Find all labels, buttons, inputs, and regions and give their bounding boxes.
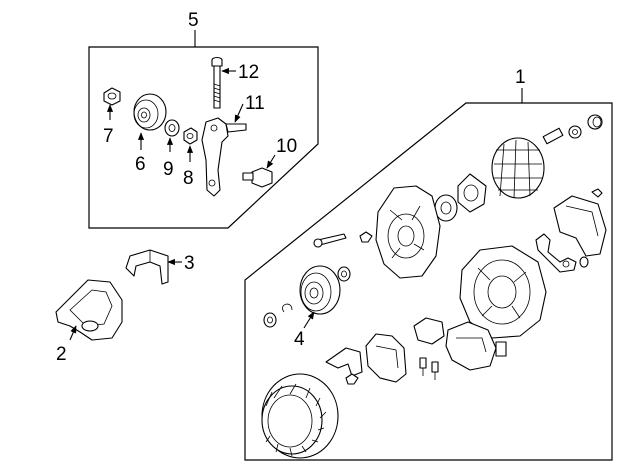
voltage-regulator[interactable] <box>365 333 407 383</box>
leader-10 <box>266 154 276 169</box>
brush-cover[interactable] <box>413 317 445 345</box>
rotor-bearing[interactable] <box>568 125 582 139</box>
part-8-nut[interactable] <box>183 127 198 145</box>
part-6-idler-pulley[interactable] <box>133 93 167 131</box>
part-9-washer[interactable] <box>164 119 180 137</box>
brushes[interactable] <box>419 357 439 380</box>
callout-4[interactable]: 4 <box>294 329 305 350</box>
part-11-adjusting-bracket[interactable] <box>201 117 247 197</box>
rear-cover[interactable] <box>553 195 607 257</box>
leader-4 <box>303 311 315 329</box>
part-4-pulley[interactable] <box>299 265 341 315</box>
spacer-plate[interactable] <box>457 173 487 213</box>
part-10-bolt[interactable] <box>242 167 273 188</box>
group-1-alternator-assembly: 1 <box>244 67 613 461</box>
pulley-nut[interactable] <box>263 312 277 328</box>
callout-11[interactable]: 11 <box>245 93 265 114</box>
stator[interactable] <box>261 373 339 459</box>
front-bearing[interactable] <box>434 194 458 222</box>
callout-7[interactable]: 7 <box>103 126 114 147</box>
brush-holder[interactable] <box>445 321 507 371</box>
callout-2[interactable]: 2 <box>56 344 67 365</box>
callout-9[interactable]: 9 <box>163 159 174 180</box>
part-2-mounting-bracket[interactable] <box>55 279 123 341</box>
callout-8[interactable]: 8 <box>183 168 194 189</box>
small-screw-left[interactable] <box>359 231 373 243</box>
terminal-insulator[interactable] <box>535 233 589 273</box>
group-5-outline <box>88 46 319 229</box>
drive-end-frame[interactable] <box>375 185 441 279</box>
group-1-outline <box>244 102 613 461</box>
part-7-nut[interactable] <box>103 87 121 106</box>
part-12-long-bolt[interactable] <box>211 56 223 109</box>
rear-housing[interactable] <box>459 245 547 339</box>
callout-6[interactable]: 6 <box>135 154 146 175</box>
through-bolt[interactable] <box>313 233 347 248</box>
callout-5[interactable]: 5 <box>188 10 199 31</box>
small-screw-bottom[interactable] <box>345 373 359 385</box>
pulley-washer[interactable] <box>337 266 351 282</box>
leader-2 <box>69 325 77 341</box>
part-3-bracket[interactable] <box>125 249 169 285</box>
spring-washer[interactable] <box>282 303 293 313</box>
terminal-bracket[interactable] <box>325 347 363 377</box>
callout-10[interactable]: 10 <box>276 136 297 157</box>
callout-1[interactable]: 1 <box>515 67 526 88</box>
rotor[interactable] <box>491 127 564 199</box>
leader-11 <box>234 103 244 123</box>
rotor-bearing-cap[interactable] <box>587 114 603 130</box>
group-5-mounting-hardware: 5 7 6 9 8 <box>88 10 319 229</box>
small-screw-top[interactable] <box>591 188 603 198</box>
callout-3[interactable]: 3 <box>184 253 195 274</box>
callout-12[interactable]: 12 <box>238 62 259 83</box>
